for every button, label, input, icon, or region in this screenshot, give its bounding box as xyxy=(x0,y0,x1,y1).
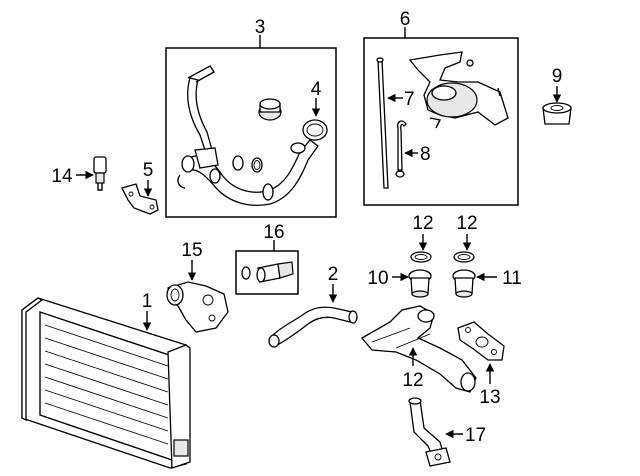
upper-hose-assembly xyxy=(177,65,319,206)
callout-3: 3 xyxy=(255,17,266,38)
group-box-3 xyxy=(165,47,337,218)
radiator-1 xyxy=(21,297,191,469)
coolant-reservoir xyxy=(408,51,509,129)
callout-15: 14 xyxy=(51,166,73,187)
callout-12-right: 12 xyxy=(456,213,477,234)
sensor-15 xyxy=(93,156,107,191)
callout-14: 13 xyxy=(479,387,500,408)
callout-4: 4 xyxy=(311,79,322,100)
reservoir-cap-9 xyxy=(542,102,572,125)
callout-10: 10 xyxy=(367,268,388,289)
callout-1: 1 xyxy=(142,291,153,312)
gasket-12-right xyxy=(453,251,475,263)
pipe-18 xyxy=(408,397,451,467)
valve-11 xyxy=(452,269,476,298)
callout-13: 12 xyxy=(402,370,423,391)
callout-12-left: 12 xyxy=(412,213,433,234)
lower-hose-2 xyxy=(268,306,358,348)
group-box-17 xyxy=(235,250,299,295)
callout-17: 16 xyxy=(263,222,284,243)
bracket-5 xyxy=(121,183,159,215)
gasket-plate-14 xyxy=(457,321,505,361)
callout-18: 17 xyxy=(465,425,486,446)
reservoir-hose-8 xyxy=(395,120,407,178)
callout-11: 11 xyxy=(502,268,522,289)
reservoir-hose-7 xyxy=(376,57,389,189)
o-rings-in-box-3 xyxy=(232,155,263,173)
outlet-pipe-13 xyxy=(361,305,477,393)
callout-6: 6 xyxy=(400,9,411,30)
callout-2: 2 xyxy=(328,264,339,285)
callout-16: 15 xyxy=(181,240,202,261)
callout-9: 9 xyxy=(552,66,563,87)
callout-5: 5 xyxy=(143,160,154,181)
callout-8: 8 xyxy=(420,144,431,165)
callout-7: 7 xyxy=(404,89,415,110)
clamp-4 xyxy=(302,119,328,141)
sensor-17 xyxy=(241,261,294,283)
group-box-6 xyxy=(363,37,519,206)
thermostat-housing-16 xyxy=(166,281,229,333)
valve-10 xyxy=(408,269,432,298)
upper-cap xyxy=(258,98,282,121)
gasket-12-left xyxy=(410,251,432,263)
